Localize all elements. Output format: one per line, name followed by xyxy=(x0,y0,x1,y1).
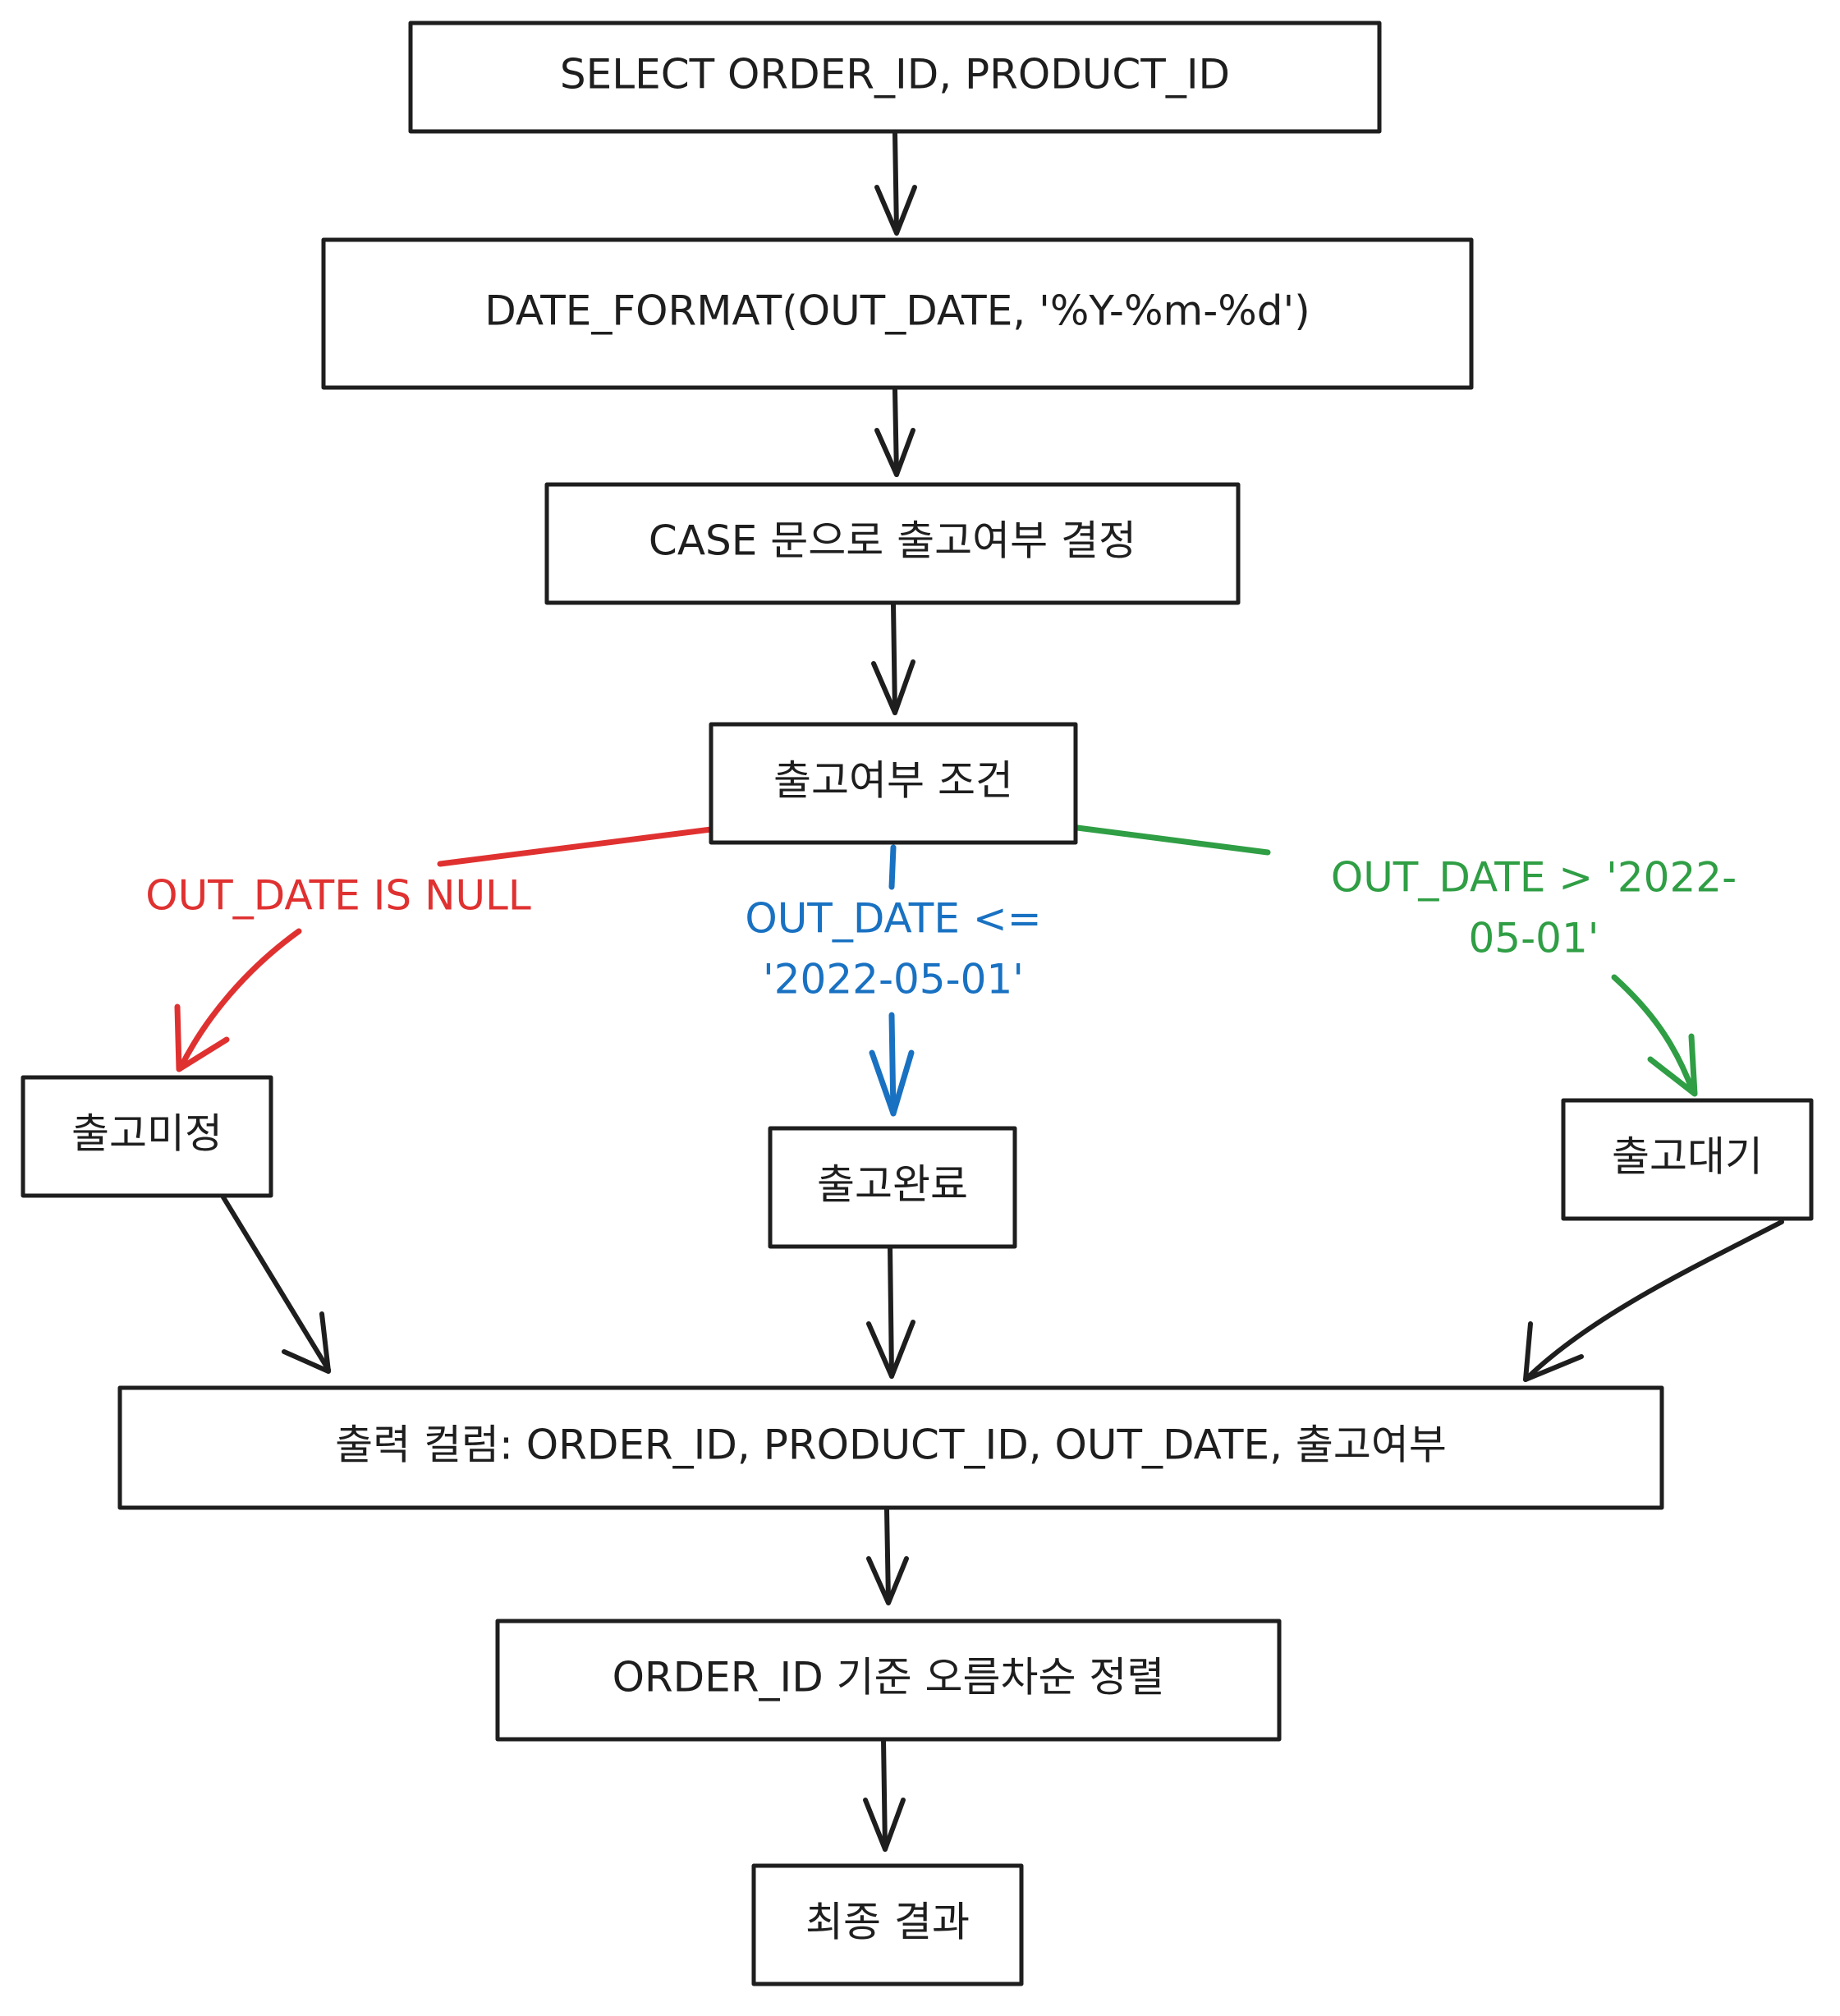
edges-main xyxy=(221,131,1784,1852)
waiting-text: 출고대기 xyxy=(1612,1133,1763,1181)
condition-text: 출고여부 조건 xyxy=(773,757,1013,805)
edge-undecided-to-output xyxy=(221,1195,331,1374)
condition-box xyxy=(709,722,1078,845)
edge-is-null xyxy=(174,826,714,1072)
result-text: 최종 결과 xyxy=(805,1899,970,1946)
case-box xyxy=(544,482,1241,605)
is-null-label: OUT_DATE IS NULL xyxy=(145,872,531,920)
output-text: 출력 컬럼: ORDER_ID, PRODUCT_ID, OUT_DATE, 출… xyxy=(335,1421,1447,1469)
select-box xyxy=(408,21,1382,134)
completed-box xyxy=(768,1126,1017,1249)
edge-output-to-sort xyxy=(866,1507,909,1605)
edge-sort-to-result xyxy=(863,1737,906,1852)
edge-lte xyxy=(869,844,915,1117)
dateformat-box xyxy=(321,237,1474,390)
edge-waiting-to-output xyxy=(1523,1219,1784,1382)
case-text: CASE 문으로 출고여부 결정 xyxy=(649,517,1136,565)
undecided-text: 출고미정 xyxy=(71,1110,223,1158)
edge-gt xyxy=(1074,824,1698,1097)
result-box xyxy=(751,1863,1024,1986)
lte-label-line2: '2022-05-01' xyxy=(763,956,1024,1003)
select-text: SELECT ORDER_ID, PRODUCT_ID xyxy=(560,51,1230,99)
sort-text: ORDER_ID 기준 오름차순 정렬 xyxy=(613,1654,1165,1701)
edge-case-to-condition xyxy=(871,601,915,715)
lte-label-line1: OUT_DATE <= xyxy=(745,895,1041,943)
edge-dateformat-to-case xyxy=(874,388,915,477)
undecided-box xyxy=(21,1075,273,1198)
dateformat-text: DATE_FORMAT(OUT_DATE, '%Y-%m-%d') xyxy=(484,287,1310,335)
sort-box xyxy=(495,1619,1282,1742)
output-box xyxy=(117,1385,1664,1510)
waiting-box xyxy=(1561,1098,1814,1221)
gt-label-line1: OUT_DATE > '2022- xyxy=(1331,854,1737,902)
completed-text: 출고완료 xyxy=(817,1161,968,1209)
edge-completed-to-output xyxy=(866,1244,915,1379)
edge-select-to-dateformat xyxy=(874,131,917,236)
gt-label-line2: 05-01' xyxy=(1468,915,1599,962)
